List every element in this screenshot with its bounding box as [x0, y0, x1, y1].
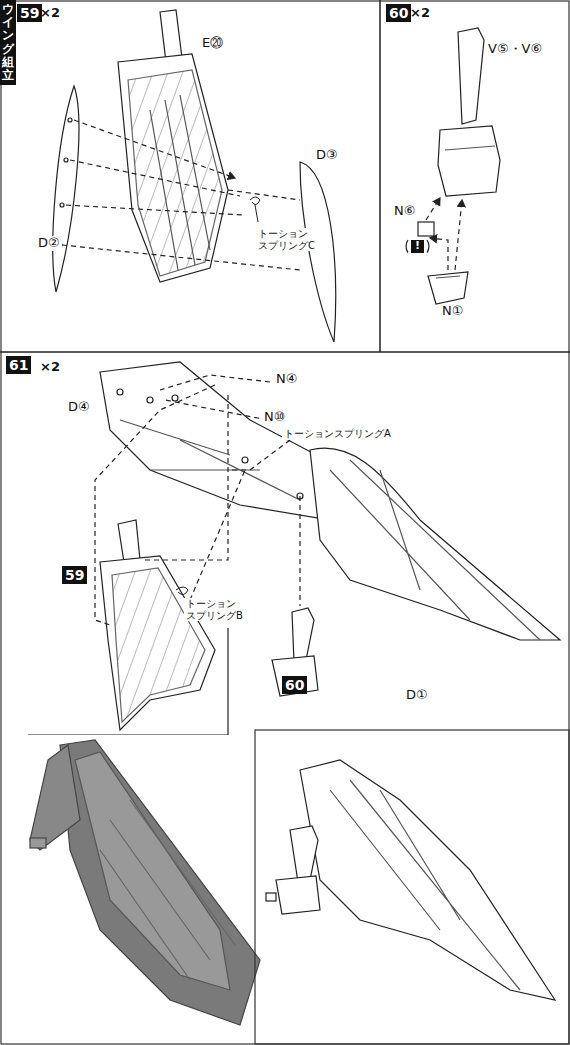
vertical-band-label: ウイング組立	[0, 0, 16, 85]
part-label: トーション スプリングB	[184, 598, 250, 621]
quantity-mark: ×2	[40, 6, 60, 21]
part-label: D④	[66, 400, 92, 415]
callout-number: 60	[282, 676, 307, 694]
part-label: N④	[274, 372, 299, 387]
part-label: トーション スプリングC	[256, 228, 322, 251]
quantity-mark: ×2	[410, 6, 430, 21]
part-label: D①	[404, 688, 430, 703]
callout-number: 59	[62, 566, 87, 584]
step-number: 61	[6, 356, 31, 374]
step-number: 60	[386, 4, 411, 22]
caution-icon: !	[411, 240, 424, 253]
part-label: N⑩	[262, 410, 287, 425]
part-label: N⑥	[392, 204, 417, 219]
part-label: N①	[440, 304, 465, 319]
part-label: トーションスプリングA	[282, 428, 393, 440]
step-number: 59	[17, 4, 42, 22]
part-label: E⑳	[200, 36, 225, 51]
quantity-mark: ×2	[40, 360, 60, 375]
paren-mark	[406, 240, 408, 253]
part-label: D②	[36, 236, 62, 251]
paren-mark	[427, 240, 429, 253]
part-label: V⑤・V⑥	[486, 42, 544, 57]
part-label: D③	[314, 148, 340, 163]
